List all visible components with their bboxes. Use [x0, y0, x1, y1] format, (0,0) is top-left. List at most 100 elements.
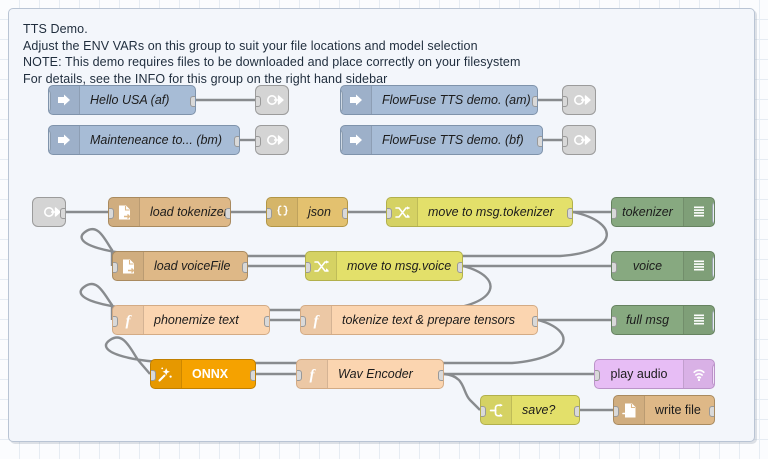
output-port[interactable]: [234, 136, 239, 147]
node-tokenize-prepare-tensors[interactable]: f tokenize text & prepare tensors: [300, 305, 538, 335]
output-port[interactable]: [264, 316, 269, 327]
debug-list-icon: [683, 198, 714, 226]
debug-toggle-button[interactable]: [712, 309, 714, 333]
node-wav-encoder[interactable]: f Wav Encoder: [296, 359, 444, 389]
debug-list-icon: [683, 252, 714, 280]
link-out-icon: [563, 126, 595, 154]
input-port[interactable]: [595, 370, 600, 381]
node-label: Mainteneance to... (bm): [90, 133, 223, 147]
node-debug-voice[interactable]: voice: [611, 251, 715, 281]
link-out-icon: [256, 126, 288, 154]
input-port[interactable]: [614, 406, 619, 417]
node-debug-tokenizer[interactable]: tokenizer: [611, 197, 715, 227]
inject-trigger-button[interactable]: [341, 129, 343, 153]
node-inject-maintenance[interactable]: Mainteneance to... (bm): [48, 125, 240, 155]
output-port[interactable]: [537, 136, 542, 147]
node-phonemize-text[interactable]: f phonemize text: [112, 305, 270, 335]
shuffle-icon: [387, 198, 418, 226]
input-port[interactable]: [297, 370, 302, 381]
node-label: save?: [522, 403, 556, 417]
file-write-icon: [614, 396, 645, 424]
output-port[interactable]: [250, 370, 255, 381]
node-write-file[interactable]: write file: [613, 395, 715, 425]
node-inject-flowfuse-am[interactable]: FlowFuse TTS demo. (am): [340, 85, 538, 115]
output-port[interactable]: [457, 262, 462, 273]
input-port[interactable]: [481, 406, 486, 417]
inject-arrow-icon: [341, 126, 372, 154]
input-port[interactable]: [612, 208, 617, 219]
node-link-out-2[interactable]: [255, 125, 289, 155]
node-onnx[interactable]: ONNX: [150, 359, 256, 389]
function-f-icon: f: [113, 306, 144, 334]
input-port[interactable]: [306, 262, 311, 273]
node-json[interactable]: json: [266, 197, 348, 227]
output-port[interactable]: [438, 370, 443, 381]
output-port[interactable]: [60, 208, 65, 219]
node-link-out-1[interactable]: [255, 85, 289, 115]
audio-toggle-button[interactable]: [712, 363, 714, 387]
braces-icon: [267, 198, 298, 226]
inject-trigger-button[interactable]: [49, 129, 51, 153]
output-port[interactable]: [532, 316, 537, 327]
node-label: move to msg.voice: [347, 259, 452, 273]
node-label: tokenizer: [622, 205, 673, 219]
output-port[interactable]: [574, 406, 579, 417]
node-link-out-3[interactable]: [562, 85, 596, 115]
output-port[interactable]: [709, 406, 714, 417]
node-label: move to msg.tokenizer: [428, 205, 554, 219]
inject-arrow-icon: [49, 126, 80, 154]
input-port[interactable]: [109, 208, 114, 219]
node-save-switch[interactable]: save?: [480, 395, 580, 425]
output-port[interactable]: [567, 208, 572, 219]
node-link-out-4[interactable]: [562, 125, 596, 155]
node-load-voicefile[interactable]: load voiceFile: [112, 251, 248, 281]
node-label: voice: [632, 259, 663, 273]
node-link-in-1[interactable]: [32, 197, 66, 227]
node-inject-hello-usa[interactable]: Hello USA (af): [48, 85, 196, 115]
input-port[interactable]: [113, 316, 118, 327]
node-move-to-msg-tokenizer[interactable]: move to msg.tokenizer: [386, 197, 573, 227]
inject-trigger-button[interactable]: [341, 89, 343, 113]
node-play-audio[interactable]: play audio: [594, 359, 715, 389]
input-port[interactable]: [256, 96, 261, 107]
node-load-tokenizer[interactable]: load tokenizer: [108, 197, 231, 227]
debug-list-icon: [683, 306, 714, 334]
input-port[interactable]: [612, 316, 617, 327]
input-port[interactable]: [563, 96, 568, 107]
output-port[interactable]: [532, 96, 537, 107]
speaker-icon: [683, 360, 714, 388]
input-port[interactable]: [301, 316, 306, 327]
output-port[interactable]: [190, 96, 195, 107]
function-f-icon: f: [297, 360, 328, 388]
node-inject-flowfuse-bf[interactable]: FlowFuse TTS demo. (bf): [340, 125, 543, 155]
inject-arrow-icon: [49, 86, 80, 114]
inject-arrow-icon: [341, 86, 372, 114]
node-label: tokenize text & prepare tensors: [342, 313, 516, 327]
node-label: ONNX: [192, 367, 229, 381]
debug-toggle-button[interactable]: [712, 255, 714, 279]
node-debug-full-msg[interactable]: full msg: [611, 305, 715, 335]
node-label: Wav Encoder: [338, 367, 413, 381]
node-label: Hello USA (af): [90, 93, 170, 107]
input-port[interactable]: [151, 370, 156, 381]
file-icon: [109, 198, 140, 226]
input-port[interactable]: [563, 136, 568, 147]
node-label: FlowFuse TTS demo. (am): [382, 93, 531, 107]
debug-toggle-button[interactable]: [712, 201, 714, 225]
node-label: load tokenizer: [150, 205, 228, 219]
shuffle-icon: [306, 252, 337, 280]
svg-text:f: f: [314, 313, 321, 329]
output-port[interactable]: [225, 208, 230, 219]
inject-trigger-button[interactable]: [49, 89, 51, 113]
input-port[interactable]: [113, 262, 118, 273]
output-port[interactable]: [342, 208, 347, 219]
input-port[interactable]: [387, 208, 392, 219]
input-port[interactable]: [267, 208, 272, 219]
svg-text:f: f: [126, 313, 133, 329]
function-f-icon: f: [301, 306, 332, 334]
input-port[interactable]: [256, 136, 261, 147]
input-port[interactable]: [612, 262, 617, 273]
node-move-to-msg-voice[interactable]: move to msg.voice: [305, 251, 463, 281]
output-port[interactable]: [242, 262, 247, 273]
